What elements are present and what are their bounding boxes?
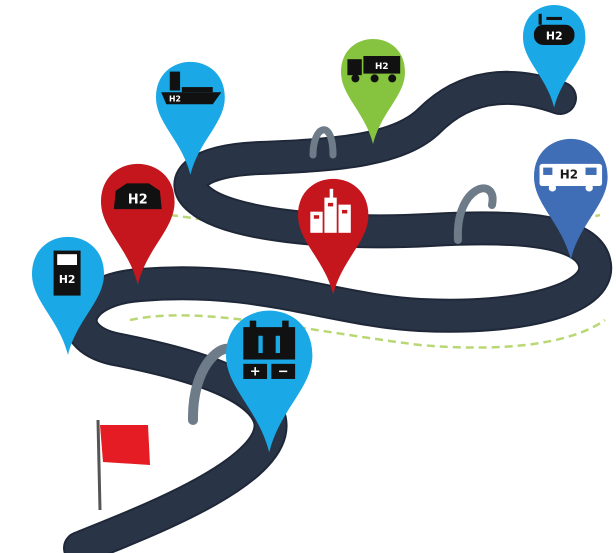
h2-storage-tank-icon: H2 (533, 13, 575, 45)
battery-plus-sign: + (250, 365, 261, 380)
svg-text:H2: H2 (375, 62, 388, 72)
pin-car[interactable]: H2 (101, 163, 175, 285)
pin-ship[interactable]: H2 (156, 61, 225, 175)
svg-text:H2: H2 (560, 168, 578, 182)
electrolyser-icon: + − (243, 320, 296, 380)
dashed-guide-lower (129, 314, 606, 349)
pin-storage-tank[interactable]: H2 (523, 5, 586, 108)
h2-ship-icon: H2 (161, 71, 222, 105)
winding-road (63, 70, 613, 553)
h2-car-icon: H2 (113, 183, 162, 210)
svg-text:H2: H2 (59, 273, 76, 286)
bridge-arch-1 (309, 126, 337, 159)
start-flag (96, 419, 150, 511)
svg-text:H2: H2 (546, 30, 563, 43)
pin-industry[interactable] (298, 178, 369, 295)
svg-text:H2: H2 (128, 193, 148, 208)
h2-bus-icon: H2 (539, 163, 603, 192)
bridge-arch-2 (453, 184, 497, 244)
pin-truck[interactable]: H2 (341, 39, 405, 144)
pin-electrolyser[interactable]: + − (226, 310, 313, 453)
battery-minus-sign: − (278, 365, 289, 380)
h2-fuel-station-icon: H2 (53, 250, 81, 296)
svg-text:H2: H2 (169, 95, 181, 104)
pin-fuel-station[interactable]: H2 (32, 236, 104, 355)
pin-bus[interactable]: H2 (534, 138, 608, 260)
h2-truck-icon: H2 (347, 56, 401, 83)
industry-icon (310, 188, 351, 233)
